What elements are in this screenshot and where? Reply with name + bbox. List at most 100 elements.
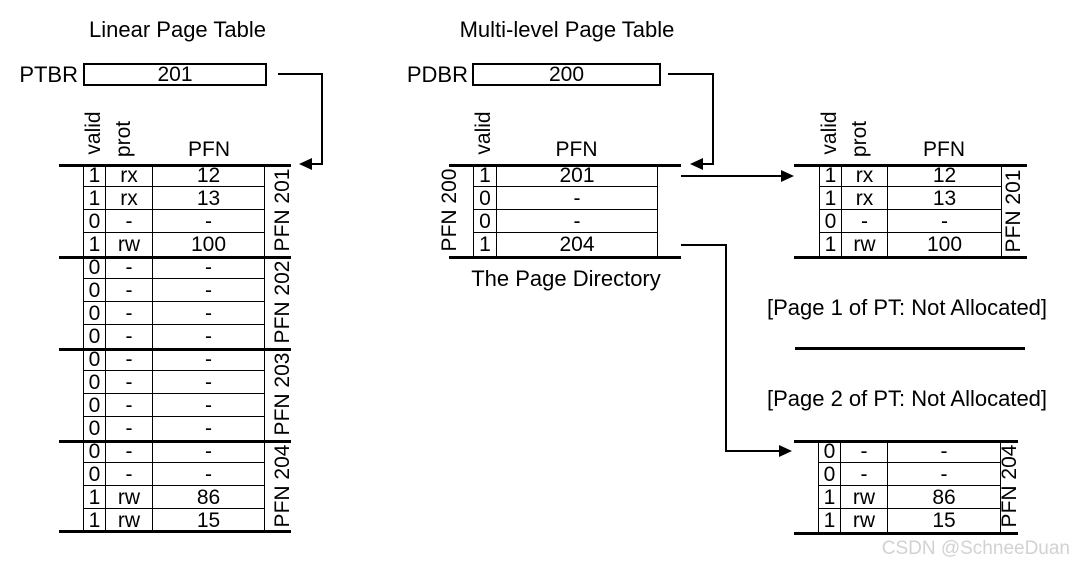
ptbr-value: 201	[157, 62, 193, 86]
table-cell: 0	[84, 302, 106, 325]
table-cell: 1	[820, 164, 842, 187]
group-divider-line	[59, 440, 291, 443]
pfn-group-label: PFN 201	[271, 168, 294, 252]
table-cell: -	[106, 371, 153, 394]
table-cell: 12	[153, 164, 265, 187]
table-cell: 0	[84, 371, 106, 394]
linear-valid-header: valid	[82, 111, 105, 155]
table-cell: rw	[106, 509, 153, 532]
table-cell: -	[106, 417, 153, 440]
arrow-segment	[321, 73, 323, 165]
pdbr-value: 200	[548, 62, 585, 86]
arrowhead-right-icon	[781, 170, 794, 182]
group-divider-line	[794, 440, 1018, 443]
table-cell: -	[106, 348, 153, 371]
pt201-prot-header: prot	[848, 120, 871, 158]
table-cell: -	[153, 210, 265, 233]
arrowhead-left-icon	[690, 158, 703, 170]
table-cell: -	[106, 279, 153, 302]
table-cell: 86	[153, 486, 265, 509]
table-cell: -	[153, 463, 265, 486]
table-cell: 100	[153, 233, 265, 256]
page2-not-allocated-note: [Page 2 of PT: Not Allocated]	[766, 386, 1048, 411]
table-cell: 0	[84, 325, 106, 348]
directory-pfn-header: PFN	[555, 138, 598, 161]
table-cell: -	[106, 463, 153, 486]
arrow-segment	[702, 163, 714, 165]
table-cell: -	[888, 440, 1001, 463]
table-cell: rx	[842, 187, 888, 210]
table-cell: 0	[84, 256, 106, 279]
table-cell: 1	[820, 187, 842, 210]
table-cell: 13	[888, 187, 1002, 210]
group-divider-line	[794, 532, 1018, 535]
linear-page-table-grid: 1 rx 12 1 rx 13 0 - - 1 rw 100 0 - - 0 -…	[83, 164, 265, 532]
table-cell: -	[841, 440, 888, 463]
pdbr-value-box: 200	[472, 63, 661, 86]
pt201-side-label: PFN 201	[1002, 169, 1025, 253]
table-cell: 1	[84, 486, 106, 509]
table-cell: -	[106, 440, 153, 463]
table-cell: 1	[84, 164, 106, 187]
arrow-segment	[278, 73, 323, 75]
group-divider-line	[794, 256, 1027, 259]
table-cell: 1	[474, 233, 497, 256]
table-cell: -	[888, 210, 1002, 233]
group-divider-line	[59, 348, 291, 351]
pt-page-pfn204-table: 0 - - 0 - - 1 rw 86 1 rw 15	[794, 440, 1018, 535]
page-directory-table: 1 201 0 - 0 - 1 204	[449, 164, 681, 259]
table-cell: rx	[106, 187, 153, 210]
table-cell: -	[106, 256, 153, 279]
ptbr-value-box: 201	[83, 63, 267, 86]
arrow-segment	[712, 73, 714, 165]
table-cell: 0	[474, 187, 497, 210]
watermark: CSDN @SchneeDuan	[881, 538, 1070, 559]
arrow-segment	[725, 244, 727, 452]
table-cell: 0	[819, 463, 841, 486]
table-cell: 0	[474, 210, 497, 233]
table-cell: 0	[84, 348, 106, 371]
table-cell: -	[153, 256, 265, 279]
table-cell: -	[153, 279, 265, 302]
group-divider-line	[59, 530, 291, 533]
linear-page-table: 1 rx 12 1 rx 13 0 - - 1 rw 100 0 - - 0 -…	[59, 164, 291, 533]
pt-page-pfn204-grid: 0 - - 0 - - 1 rw 86 1 rw 15	[818, 440, 1001, 532]
table-cell: 1	[84, 187, 106, 210]
table-cell: -	[153, 371, 265, 394]
table-cell: 204	[497, 233, 658, 256]
linear-prot-header: prot	[112, 120, 135, 158]
group-divider-line	[59, 164, 291, 167]
pt-page-pfn201-table: 1 rx 12 1 rx 13 0 - - 1 rw 100	[794, 164, 1027, 259]
table-cell: -	[106, 394, 153, 417]
table-cell: rx	[842, 164, 888, 187]
ptbr-label: PTBR	[19, 62, 78, 87]
table-cell: rw	[841, 486, 888, 509]
arrow-segment	[681, 244, 727, 246]
table-cell: -	[106, 325, 153, 348]
table-cell: 1	[820, 233, 842, 256]
page-directory-caption: The Page Directory	[471, 266, 661, 291]
table-cell: 0	[84, 463, 106, 486]
pfn-group-label: PFN 203	[271, 352, 294, 436]
table-cell: -	[841, 463, 888, 486]
table-cell: rw	[841, 509, 888, 532]
table-cell: 0	[84, 279, 106, 302]
group-divider-line	[59, 256, 291, 259]
page1-not-allocated-note: [Page 1 of PT: Not Allocated]	[766, 295, 1048, 320]
arrow-segment	[668, 73, 714, 75]
table-cell: 0	[820, 210, 842, 233]
table-cell: rx	[106, 164, 153, 187]
group-divider-line	[449, 164, 681, 167]
table-cell: -	[497, 210, 658, 233]
not-allocated-separator	[795, 347, 1025, 350]
arrow-segment	[311, 163, 323, 165]
table-cell: rw	[106, 486, 153, 509]
pt201-pfn-header: PFN	[923, 138, 965, 161]
table-cell: 15	[153, 509, 265, 532]
table-cell: 1	[474, 164, 497, 187]
table-cell: rw	[106, 233, 153, 256]
table-cell: 0	[84, 210, 106, 233]
table-cell: 1	[84, 233, 106, 256]
table-cell: -	[153, 417, 265, 440]
